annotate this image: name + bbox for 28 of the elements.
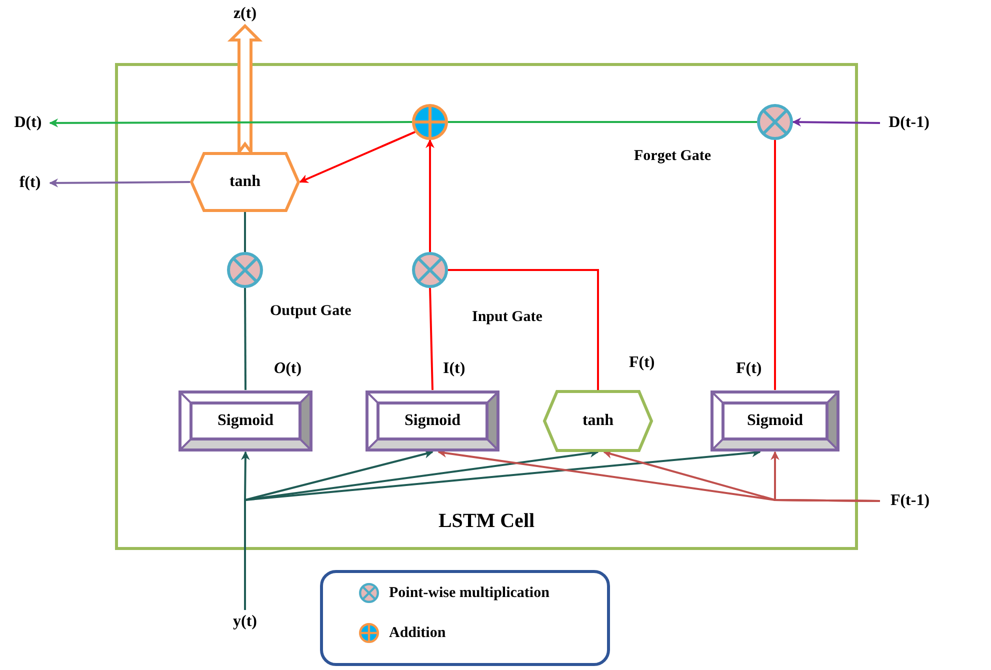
signal-label: y(t)	[233, 613, 257, 631]
signal-label: f(t)	[19, 174, 41, 192]
arrow	[49, 178, 190, 188]
gate-label: Forget Gate	[634, 148, 712, 165]
signal-label: D(t)	[14, 114, 42, 132]
signal-label: F(t-1)	[890, 492, 930, 510]
legend-text: Addition	[389, 624, 446, 642]
arrow	[792, 118, 880, 127]
output-symbol: F(t)	[736, 360, 762, 378]
function-label: Sigmoid	[216, 412, 274, 430]
gate-label: Input Gate	[472, 309, 542, 326]
arrow	[426, 139, 434, 252]
arrow	[49, 118, 412, 128]
cell-title: LSTM Cell	[437, 510, 536, 533]
arrow	[299, 130, 416, 183]
arrow	[770, 451, 880, 502]
function-label: Sigmoid	[403, 412, 462, 430]
output-symbol: O(t)	[274, 360, 302, 378]
function-label: tanh	[228, 173, 262, 191]
legend-text: Point-wise multiplication	[389, 584, 550, 602]
signal-label: z(t)	[233, 5, 257, 23]
signal-label: D(t-1)	[888, 114, 930, 132]
function-label: Sigmoid	[746, 412, 804, 430]
output-symbol: I(t)	[443, 360, 466, 378]
cell-frame	[115, 63, 858, 550]
gate-label: Output Gate	[270, 303, 352, 320]
output-symbol: F(t)	[629, 354, 655, 372]
function-label: tanh	[581, 412, 615, 430]
